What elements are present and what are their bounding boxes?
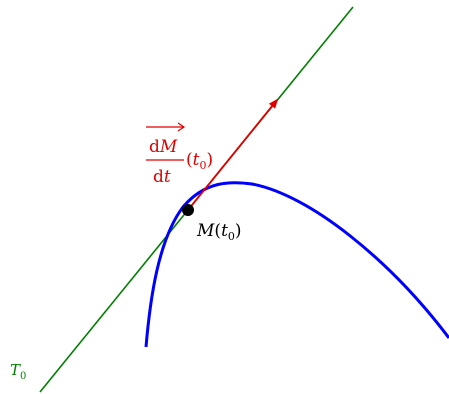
vector-label-denominator: dt [153, 167, 171, 187]
vector-label-overarrow-head [177, 122, 186, 132]
vector-label-arg-close: ) [206, 150, 213, 170]
point-label-arg-var: t [221, 221, 228, 241]
point-label-arg-close: ) [235, 221, 242, 241]
point-label-name: M [196, 221, 215, 241]
point-label-arg-sub: 0 [228, 230, 235, 243]
vector-label-arg-open: ( [186, 150, 193, 170]
point-m-t0 [182, 204, 194, 216]
tangent-label-sub: 0 [20, 371, 26, 382]
vector-label-numerator-d: d [149, 137, 160, 157]
derivative-vector [187, 98, 279, 211]
tangent-label: T0 [10, 361, 26, 382]
vector-label: dM dt (t0) [146, 122, 213, 187]
vector-label-numerator-var: M [159, 137, 178, 157]
vector-label-argument: (t0) [186, 150, 213, 172]
vector-label-denominator-var: t [164, 167, 171, 187]
vector-label-arg-sub: 0 [199, 159, 206, 172]
point-label-arg-open: ( [214, 221, 221, 241]
vector-label-denominator-d: d [153, 167, 164, 187]
parametric-curve [144, 181, 449, 348]
tangent-label-main: T [10, 361, 21, 379]
vector-label-numerator: dM [149, 137, 178, 157]
vector-label-arg-var: t [193, 150, 200, 170]
point-label: M(t0) [196, 221, 242, 243]
